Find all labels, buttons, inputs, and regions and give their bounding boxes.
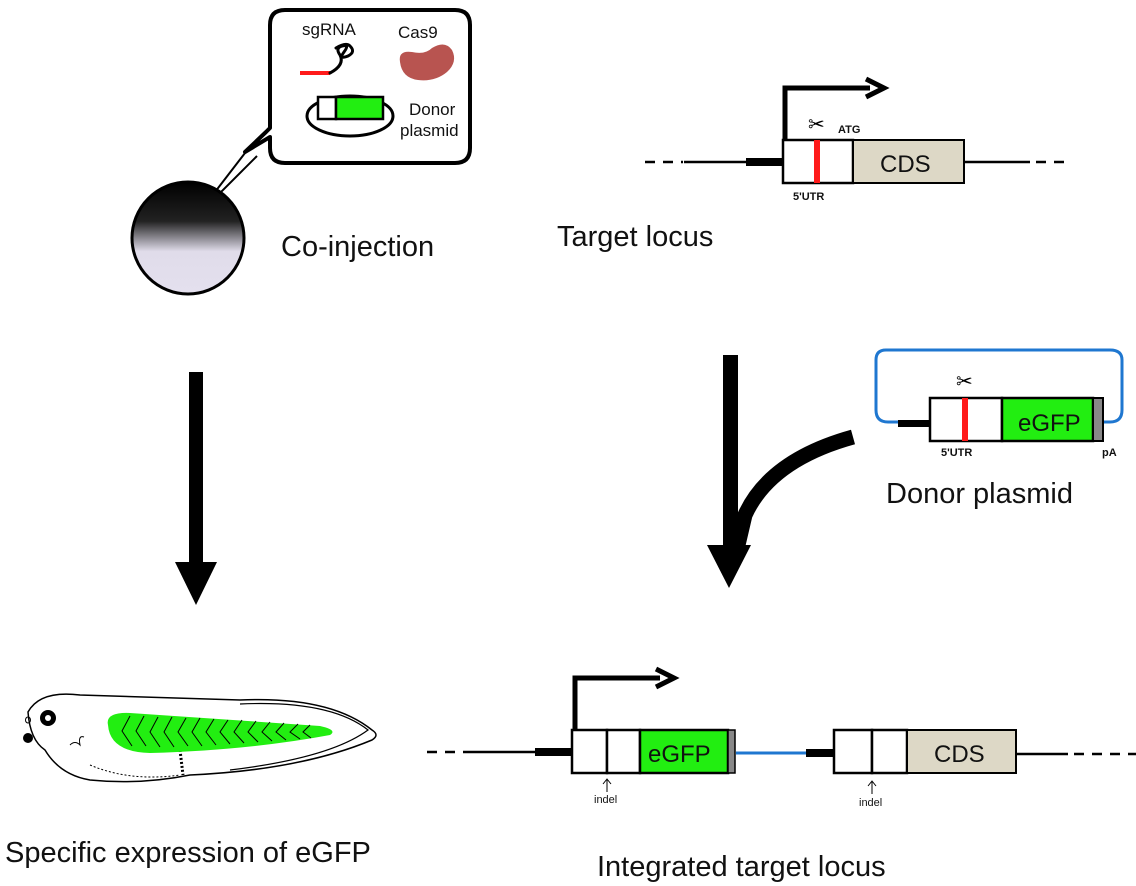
sgrna-label: sgRNA bbox=[302, 20, 357, 39]
integrated-locus-panel: eGFP CDS indel indel Integrated target l… bbox=[427, 666, 1136, 883]
donor-plasmid-caption: Donor plasmid bbox=[886, 478, 1073, 510]
mini-plasmid-utr bbox=[316, 95, 338, 121]
integrated-cds-box bbox=[906, 729, 1017, 774]
integrated-utr-box-c bbox=[832, 728, 874, 775]
expression-panel: Specific expression of eGFP bbox=[5, 693, 377, 869]
somite-chevrons bbox=[121, 715, 312, 748]
indel-label-1: indel bbox=[594, 794, 617, 806]
donor-cut-site-marker bbox=[962, 398, 968, 441]
pa-box bbox=[1092, 397, 1104, 442]
right-merge-arrow bbox=[707, 355, 856, 588]
egg-icon bbox=[130, 180, 246, 296]
donor-egfp-label: eGFP bbox=[1018, 410, 1081, 437]
plasmid-backbone bbox=[874, 348, 1124, 424]
coinjection-caption: Co-injection bbox=[281, 231, 434, 263]
integrated-egfp-box bbox=[638, 728, 730, 775]
expression-caption: Specific expression of eGFP bbox=[5, 837, 371, 869]
utr-label: 5'UTR bbox=[793, 191, 824, 203]
tadpole-embryo-icon bbox=[23, 693, 377, 783]
cut-site-marker bbox=[814, 140, 820, 183]
target-locus-caption: Target locus bbox=[557, 221, 713, 253]
transcription-start-arrow bbox=[782, 85, 870, 140]
cas9-protein-icon bbox=[399, 44, 455, 81]
donor-label-line2: plasmid bbox=[400, 121, 459, 140]
integrated-pa-box bbox=[727, 729, 736, 774]
indel-arrow-icon bbox=[602, 778, 612, 792]
integrated-utr-box-d bbox=[870, 728, 909, 775]
promoter-segment bbox=[806, 749, 834, 757]
scissors-icon: ✂ bbox=[808, 112, 825, 136]
indel-arrow-icon bbox=[867, 780, 877, 794]
scissors-icon: ✂ bbox=[956, 369, 973, 393]
donor-egfp-box bbox=[1000, 396, 1095, 443]
donor-utr-label: 5'UTR bbox=[941, 447, 972, 459]
mini-plasmid-egfp bbox=[334, 95, 385, 121]
pa-label: pA bbox=[1102, 447, 1117, 459]
left-down-arrow bbox=[175, 372, 217, 605]
cds-label: CDS bbox=[880, 151, 931, 178]
integrated-cds-label: CDS bbox=[934, 741, 985, 768]
donor-label-line1: Donor bbox=[409, 100, 456, 119]
promoter-segment bbox=[898, 420, 930, 427]
atg-label: ATG bbox=[838, 124, 860, 136]
injection-panel: sgRNA Cas9 Donor plasmid Co-injection bbox=[130, 8, 472, 296]
cas9-label: Cas9 bbox=[398, 23, 438, 42]
promoter-segment bbox=[535, 748, 571, 756]
speech-bubble bbox=[243, 8, 472, 165]
integrated-utr-box-b bbox=[605, 728, 642, 775]
egfp-expression-region bbox=[107, 712, 333, 753]
sgrna-icon bbox=[300, 42, 355, 75]
indel-label-2: indel bbox=[859, 797, 882, 809]
integrated-egfp-label: eGFP bbox=[648, 741, 711, 768]
target-locus-panel: ✂ ATG 5'UTR CDS Target locus bbox=[557, 76, 1070, 253]
donor-plasmid-panel: ✂ eGFP 5'UTR pA Donor plasmid bbox=[874, 348, 1124, 510]
promoter-segment bbox=[746, 158, 782, 166]
integrated-locus-caption: Integrated target locus bbox=[597, 851, 886, 883]
cds-box bbox=[852, 139, 965, 184]
integrated-utr-box-a bbox=[570, 728, 609, 775]
transcription-start-arrow bbox=[572, 675, 660, 730]
